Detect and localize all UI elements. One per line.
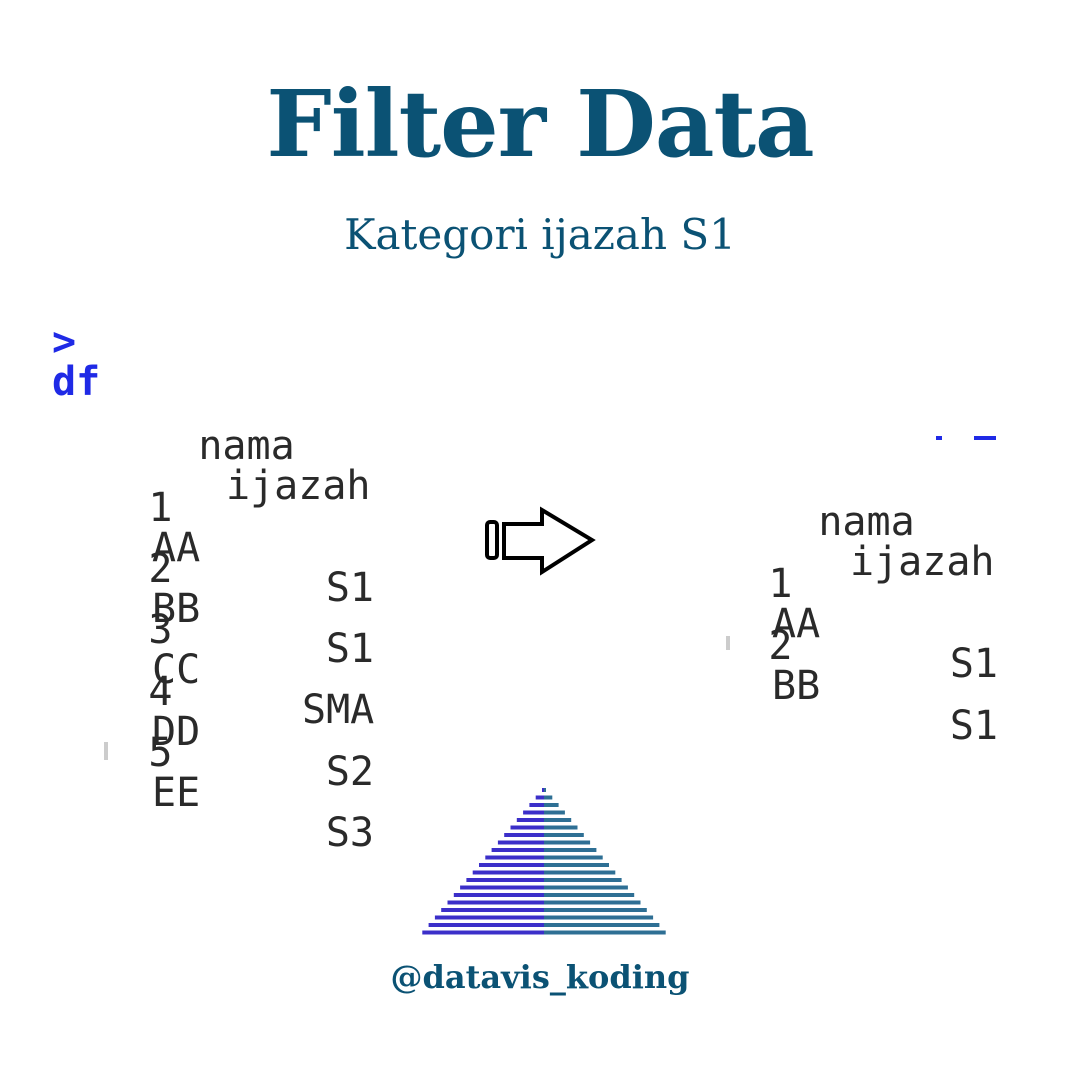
logo-bar-right xyxy=(544,818,572,822)
logo-bar-right xyxy=(544,810,565,815)
table-row: 3 CC SMA xyxy=(52,570,374,770)
logo-bar-right xyxy=(544,855,603,860)
pyramid-logo-icon xyxy=(422,788,666,935)
logo-bar-left xyxy=(542,788,544,792)
right-arrow-icon xyxy=(485,506,596,576)
console-cursor[interactable] xyxy=(104,742,108,760)
cell-nama: AA xyxy=(152,525,201,571)
logo-bar-left xyxy=(535,795,544,800)
logo-bar-right xyxy=(544,893,635,897)
logo-bar-right xyxy=(544,915,654,920)
cell-ijazah: S1 xyxy=(949,703,998,749)
logo-bar-left xyxy=(485,855,544,860)
logo-bar-right xyxy=(544,825,578,830)
logo-bar-right xyxy=(544,795,553,800)
logo-bar-left xyxy=(497,840,544,845)
cell-nama: EE xyxy=(152,770,201,816)
logo-bar-right xyxy=(544,930,666,935)
logo-bar-right xyxy=(544,863,609,867)
table-row: 2 BB S1 xyxy=(672,586,998,786)
logo-bar-left xyxy=(434,915,544,920)
row-index: 2 xyxy=(768,623,793,669)
cell-ijazah: S1 xyxy=(325,565,374,611)
cell-ijazah: S1 xyxy=(325,626,374,672)
table-row: 2 BB S1 xyxy=(52,509,374,709)
logo-bar-left xyxy=(453,893,544,897)
logo-bar-right xyxy=(544,803,559,807)
column-header-nama: nama xyxy=(818,499,915,545)
page-title: Filter Data xyxy=(266,70,814,178)
logo-bar-left xyxy=(479,863,544,867)
logo-bar-left xyxy=(491,848,544,852)
logo-bar-left xyxy=(510,825,544,830)
logo-bar-right xyxy=(544,900,641,905)
table-row: 5 EE S3 xyxy=(52,693,374,893)
table-row: 4 DD S2 xyxy=(52,632,374,832)
prompt-symbol: > xyxy=(52,319,77,365)
logo-bar-left xyxy=(472,870,544,875)
cell-nama: DD xyxy=(152,709,201,755)
logo-bar-right xyxy=(544,840,591,845)
logo-bar-right xyxy=(544,833,584,837)
cell-nama: BB xyxy=(772,663,821,709)
row-index: 3 xyxy=(148,607,173,653)
cell-ijazah: S1 xyxy=(949,641,998,687)
row-index: 2 xyxy=(148,546,173,592)
logo-bar-right xyxy=(544,908,647,912)
page-subtitle: Kategori ijazah S1 xyxy=(344,210,736,259)
logo-bar-left xyxy=(422,930,544,935)
column-header-ijazah: ijazah xyxy=(226,463,371,509)
brand-handle: @datavis_koding xyxy=(390,958,690,996)
row-index: 1 xyxy=(768,561,793,607)
cell-nama: CC xyxy=(152,647,201,693)
logo-bar-left xyxy=(529,803,544,807)
row-index: 4 xyxy=(148,669,173,715)
cell-nama: AA xyxy=(772,601,821,647)
row-index: 1 xyxy=(148,485,173,531)
logo-bar-right xyxy=(544,848,597,852)
console-cursor[interactable] xyxy=(726,636,730,650)
logo-bar-left xyxy=(516,818,544,822)
logo-bar-left xyxy=(447,900,544,905)
table-header: nama ijazah xyxy=(102,386,370,546)
clipped-prompt-fragment xyxy=(936,436,996,440)
logo-bar-right xyxy=(544,885,628,890)
logo-bar-right xyxy=(544,870,616,875)
column-header-nama: nama xyxy=(198,423,295,469)
logo-bar-left xyxy=(460,885,544,890)
cell-nama: BB xyxy=(152,586,201,632)
logo-bar-left xyxy=(523,810,544,815)
logo-bar-left xyxy=(504,833,544,837)
table-row: 1 AA S1 xyxy=(672,524,998,724)
logo-bar-right xyxy=(544,788,546,792)
logo-bar-right xyxy=(544,878,622,882)
logo-bar-left xyxy=(466,878,544,882)
row-index: 5 xyxy=(148,730,173,776)
cell-ijazah: SMA xyxy=(302,687,375,733)
console-prompt: > df xyxy=(52,322,100,402)
command-text: df xyxy=(52,359,101,405)
column-header-ijazah: ijazah xyxy=(850,539,995,585)
cell-ijazah: S3 xyxy=(325,810,374,856)
logo-bar-left xyxy=(441,908,544,912)
logo-bar-left xyxy=(428,923,544,927)
table-header: nama ijazah xyxy=(722,462,994,622)
logo-bar-right xyxy=(544,923,660,927)
cell-ijazah: S2 xyxy=(325,749,374,795)
table-row: 1 AA S1 xyxy=(52,448,374,648)
